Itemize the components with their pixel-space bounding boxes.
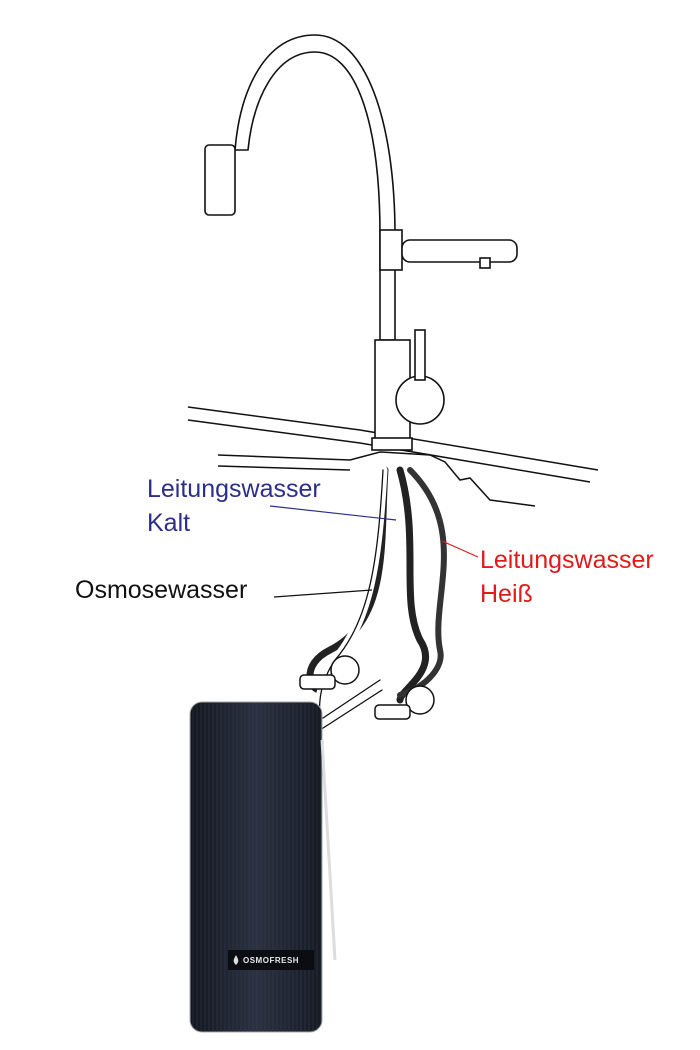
leader-lines <box>269 505 479 598</box>
hot-water-label-line1: Leitungswasser <box>480 546 654 574</box>
osmosis-unit <box>189 701 337 1033</box>
countertop <box>187 406 599 507</box>
brand-logo: OSMOFRESH <box>228 950 314 970</box>
water-drop-icon <box>233 955 239 965</box>
hot-water-label: Leitungswasser Heiß <box>480 543 654 611</box>
cold-water-label: Leitungswasser Kalt <box>147 472 321 540</box>
angle-valves <box>299 655 435 720</box>
hot-water-label-line2: Heiß <box>480 580 533 608</box>
faucet <box>204 34 518 451</box>
osmosis-water-label: Osmosewasser <box>75 576 248 604</box>
cold-water-label-line2: Kalt <box>147 509 191 537</box>
brand-name: OSMOFRESH <box>243 955 300 965</box>
cold-water-label-line1: Leitungswasser <box>147 475 321 503</box>
